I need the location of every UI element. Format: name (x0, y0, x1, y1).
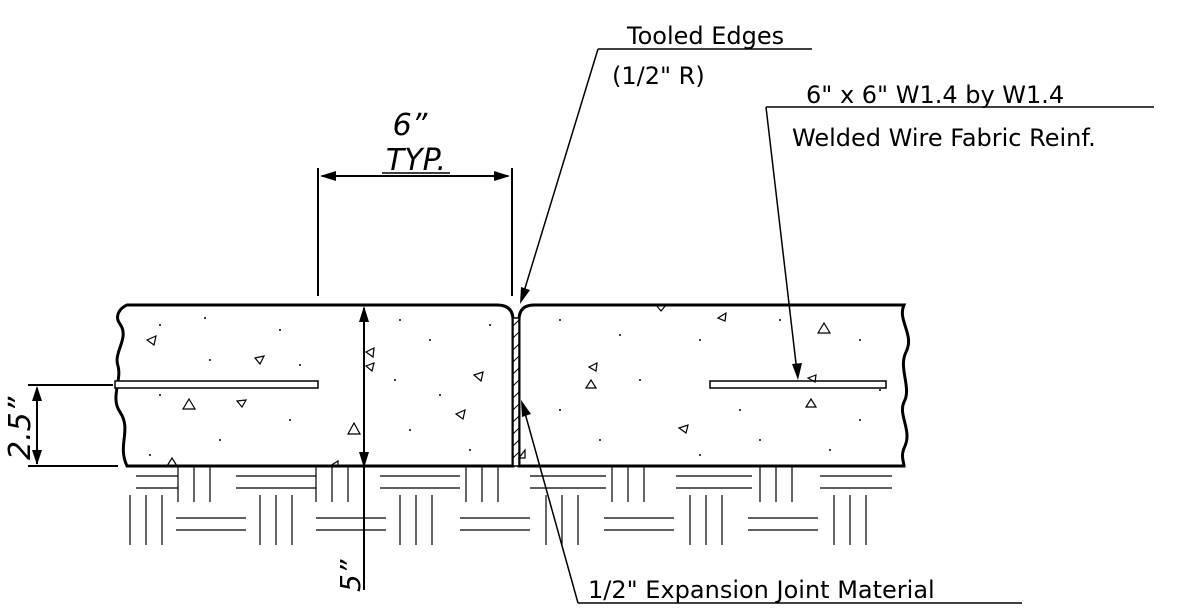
aggregate-triangles (145, 304, 832, 467)
wwf-bar-right (709, 380, 887, 389)
reinf-depth-value: 2.5” (3, 396, 38, 460)
wwf-label-line2: Welded Wire Fabric Reinf. (792, 124, 1096, 152)
expansion-joint-label: 1/2" Expansion Joint Material (588, 576, 935, 604)
reinf-depth-dimension (28, 384, 118, 467)
left-slab-outline (114, 303, 515, 468)
expansion-joint-material (512, 317, 520, 467)
slab-thickness-value: 5” (334, 559, 367, 592)
tooled-edges-radius-label: (1/2" R) (612, 62, 705, 90)
slab-thickness-dimension (359, 306, 369, 590)
edge-width-dimension (317, 168, 513, 296)
wwf-label-line1: 6" x 6" W1.4 by W1.4 (806, 81, 1064, 109)
tooled-edges-leader (520, 48, 812, 304)
concrete-stipple (149, 317, 881, 456)
tooled-edges-label: Tooled Edges (626, 22, 784, 50)
wwf-bar-left (114, 380, 319, 389)
edge-width-typ-note: TYP. (386, 143, 446, 178)
edge-width-value: 6” (393, 108, 428, 143)
subgrade-base (129, 466, 892, 545)
wwf-leader (765, 106, 1154, 380)
expansion-joint-leader (521, 400, 1022, 604)
